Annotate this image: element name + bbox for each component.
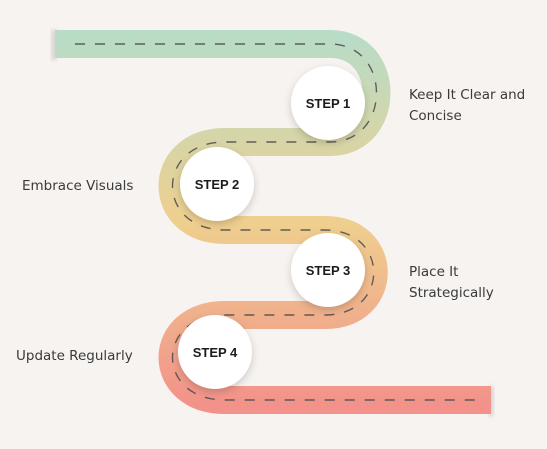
step-2-label: Embrace Visuals xyxy=(22,178,134,194)
step-1-circle xyxy=(291,66,365,140)
step-3-label: Place It Strategically xyxy=(409,264,494,301)
step-2-marker: STEP 2 xyxy=(180,147,254,221)
step-3-circle xyxy=(291,233,365,307)
step-1-label: Keep It Clear and Concise xyxy=(409,87,526,124)
step-4-marker: STEP 4 xyxy=(178,315,252,389)
step-4-circle xyxy=(178,315,252,389)
road-start-edge xyxy=(52,30,56,60)
step-2-badge: STEP 2 xyxy=(195,177,240,192)
step-2-circle xyxy=(180,147,254,221)
step-4-label: Update Regularly xyxy=(16,348,133,364)
step-3-badge: STEP 3 xyxy=(306,263,351,278)
step-1-badge: STEP 1 xyxy=(306,96,351,111)
road-center-line xyxy=(75,43,478,401)
step-4-badge: STEP 4 xyxy=(193,345,238,360)
step-1-marker: STEP 1 xyxy=(291,66,365,140)
step-3-marker: STEP 3 xyxy=(291,233,365,307)
